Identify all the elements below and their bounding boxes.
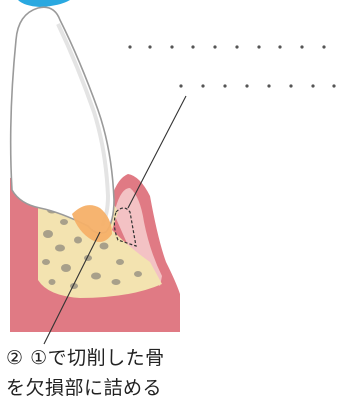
tooth	[9, 6, 115, 234]
upper-leader-line	[127, 95, 187, 209]
defect-outline	[113, 207, 137, 247]
tooth-edge-shade	[56, 23, 111, 227]
dotted-line-2	[179, 84, 336, 88]
gum-inner	[114, 188, 162, 286]
dotted-line-1	[128, 45, 326, 49]
caption-line-2: を欠損部に詰める	[6, 377, 163, 399]
caption: ② ①で切削した骨 を欠損部に詰める	[6, 343, 306, 403]
bone-graft	[72, 205, 112, 242]
caption-leader-line	[43, 231, 101, 345]
caption-line-1: ② ①で切削した骨	[6, 347, 165, 369]
top-accent-bar	[18, 0, 70, 7]
